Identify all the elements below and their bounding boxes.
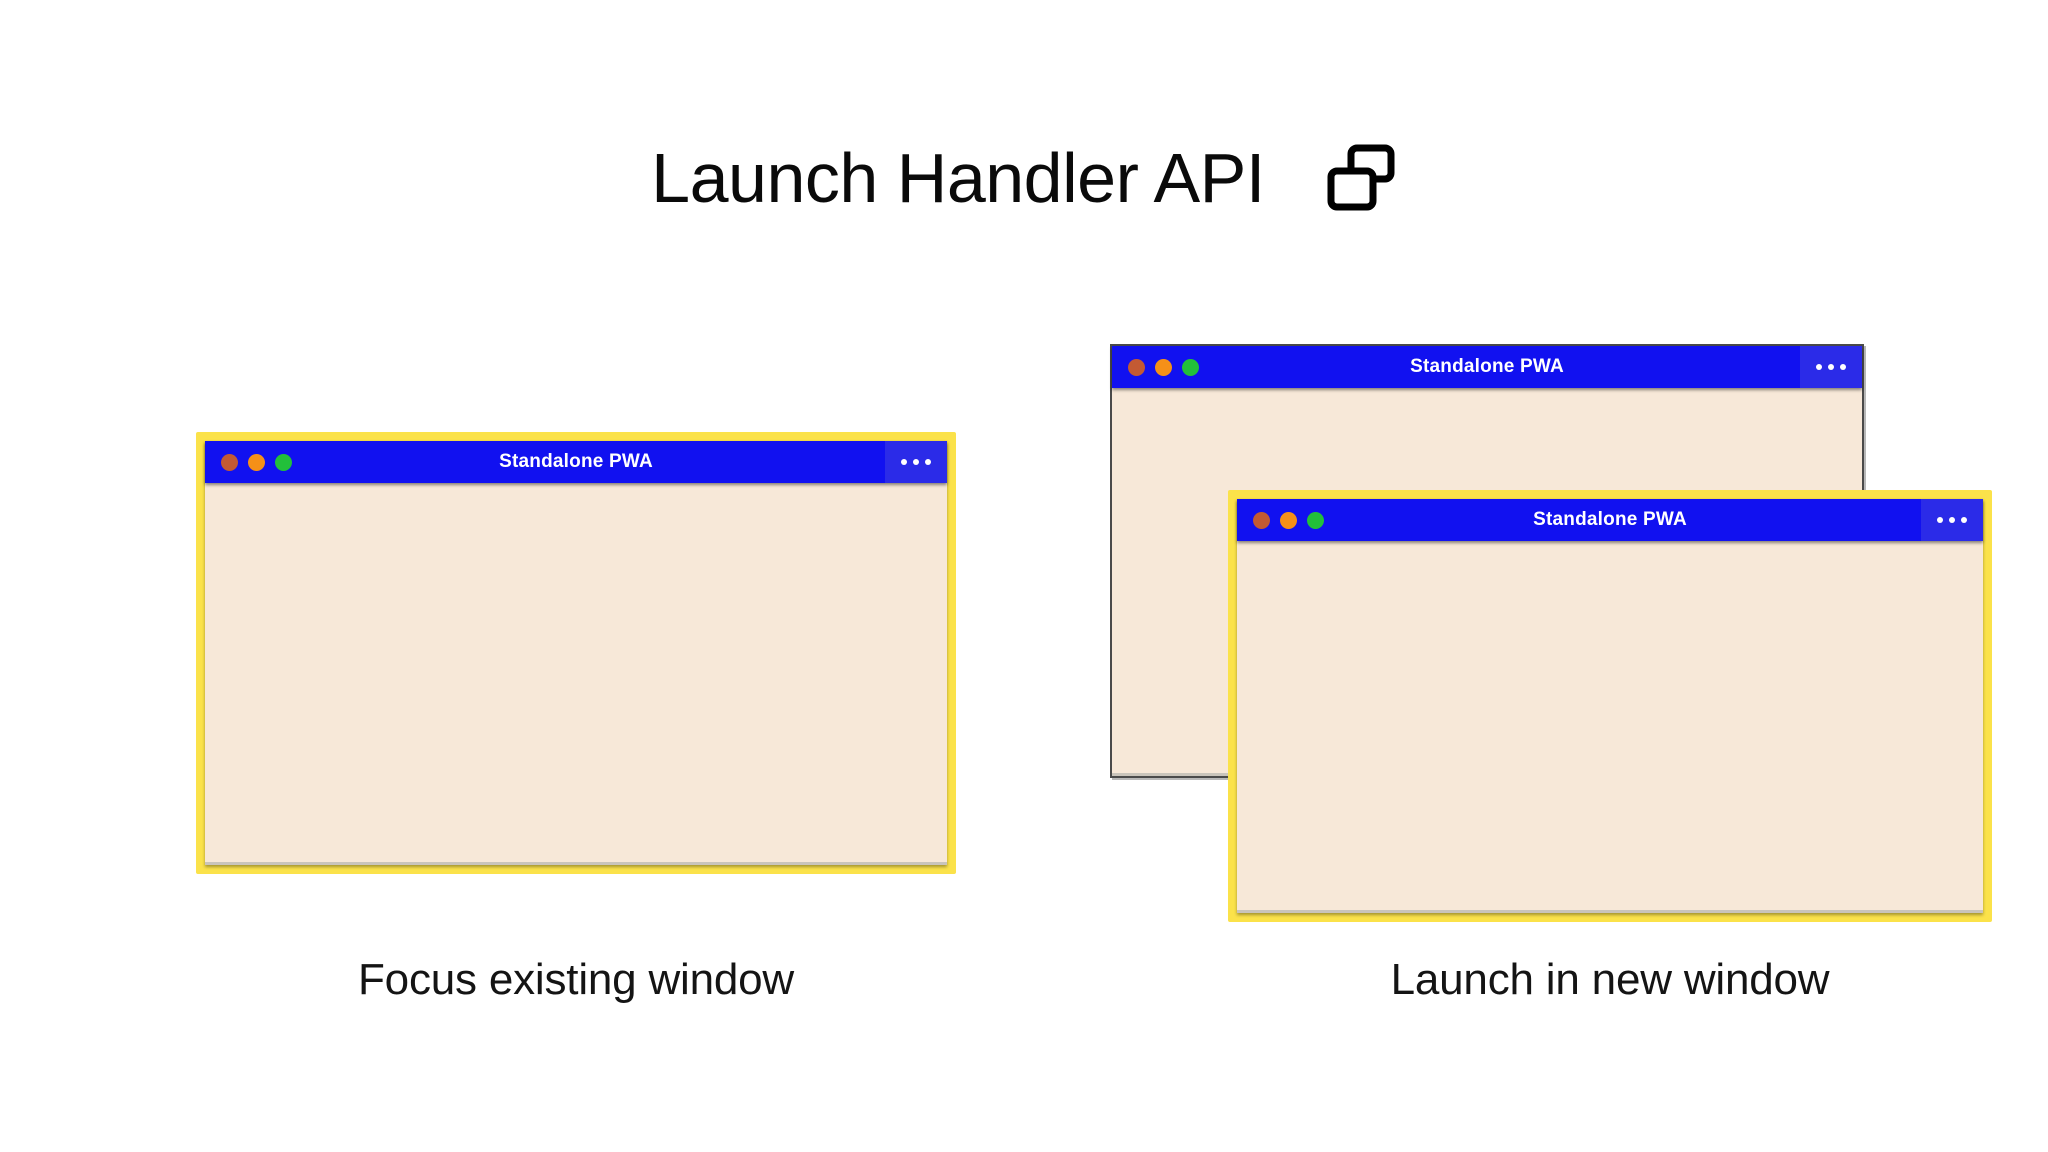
traffic-lights	[1253, 511, 1324, 529]
window-content-area	[1237, 541, 1983, 913]
focus-existing-window[interactable]: Standalone PWA	[196, 432, 956, 874]
window-frame: Standalone PWA	[1237, 499, 1983, 913]
minimize-dot[interactable]	[1280, 511, 1297, 529]
minimize-dot[interactable]	[1155, 358, 1172, 376]
close-dot[interactable]	[1128, 358, 1145, 376]
new-foreground-window[interactable]: Standalone PWA	[1228, 490, 1992, 922]
window-titlebar[interactable]: Standalone PWA	[205, 441, 947, 483]
window-title: Standalone PWA	[1410, 356, 1564, 377]
menu-dot-2	[913, 459, 919, 465]
window-titlebar[interactable]: Standalone PWA	[1112, 346, 1862, 388]
menu-dot-3	[1840, 364, 1846, 370]
caption-focus-existing-window: Focus existing window	[358, 955, 794, 1004]
window-menu-button[interactable]	[1800, 346, 1862, 388]
menu-dot-3	[1961, 517, 1967, 523]
close-dot[interactable]	[221, 453, 238, 471]
window-content-area	[205, 483, 947, 865]
traffic-lights	[1128, 358, 1199, 376]
menu-dot-2	[1828, 364, 1834, 370]
maximize-dot[interactable]	[1307, 511, 1324, 529]
window-title: Standalone PWA	[499, 451, 653, 472]
window-menu-button[interactable]	[1921, 499, 1983, 541]
maximize-dot[interactable]	[275, 453, 292, 471]
menu-dot-1	[1816, 364, 1822, 370]
menu-dot-2	[1949, 517, 1955, 523]
menu-dot-3	[925, 459, 931, 465]
window-menu-button[interactable]	[885, 441, 947, 483]
caption-launch-in-new-window: Launch in new window	[1390, 955, 1830, 1004]
page-title: Launch Handler API	[651, 139, 1265, 217]
close-dot[interactable]	[1253, 511, 1270, 529]
page-header: Launch Handler API	[0, 118, 2048, 238]
window-titlebar[interactable]: Standalone PWA	[1237, 499, 1983, 541]
menu-dot-1	[901, 459, 907, 465]
minimize-dot[interactable]	[248, 453, 265, 471]
traffic-lights	[221, 453, 292, 471]
multi-window-icon	[1327, 144, 1395, 211]
window-frame: Standalone PWA	[205, 441, 947, 865]
menu-dot-1	[1937, 517, 1943, 523]
maximize-dot[interactable]	[1182, 358, 1199, 376]
window-title: Standalone PWA	[1533, 509, 1687, 530]
